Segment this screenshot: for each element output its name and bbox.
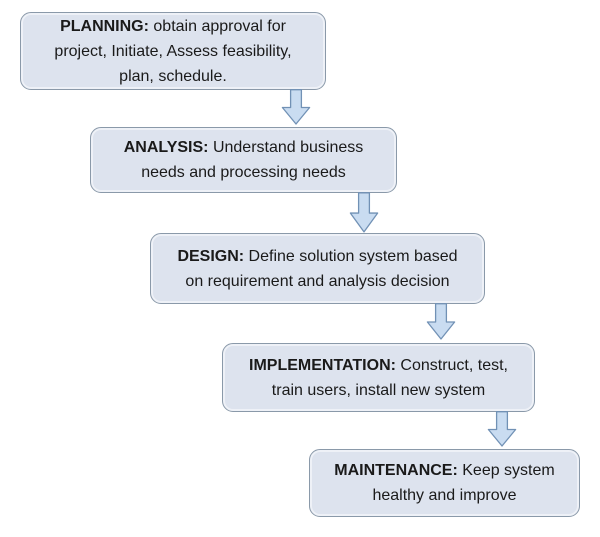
stage-text-line: DESIGN: Define solution system based — [151, 244, 484, 269]
stage-text-line: PLANNING: obtain approval for — [21, 14, 325, 39]
stage-label: IMPLEMENTATION: — [249, 356, 396, 374]
stage-text-line: needs and processing needs — [141, 164, 346, 181]
stage-box-analysis: ANALYSIS: Understand business needs and … — [90, 127, 397, 193]
down-arrow-icon — [349, 192, 379, 233]
down-arrow-icon — [487, 411, 517, 447]
stage-box-maintenance: MAINTENANCE: Keep system healthy and imp… — [309, 449, 580, 517]
down-arrow-icon — [426, 303, 456, 340]
stage-text: Construct, test, — [395, 356, 508, 374]
stage-text-line: MAINTENANCE: Keep system — [310, 458, 579, 483]
stage-text-line: train users, install new system — [271, 381, 486, 399]
stage-label: MAINTENANCE: — [334, 462, 458, 479]
stage-label: DESIGN: — [177, 247, 245, 265]
stage-label: ANALYSIS: — [123, 139, 209, 156]
stage-text-line: ANALYSIS: Understand business — [91, 135, 396, 160]
stage-text-line: on requirement and analysis decision — [185, 272, 450, 290]
stage-text: Understand business — [208, 139, 364, 156]
stage-text-line: plan, schedule. — [119, 67, 227, 85]
stage-text: Keep system — [457, 462, 555, 479]
stage-text-line: project, Initiate, Assess feasibility, — [54, 42, 292, 60]
stage-text: Define solution system based — [244, 247, 458, 265]
down-arrow-icon — [281, 89, 311, 125]
stage-text: obtain approval for — [148, 17, 286, 35]
stage-text-line: IMPLEMENTATION: Construct, test, — [223, 353, 534, 378]
stage-box-implementation: IMPLEMENTATION: Construct, test, train u… — [222, 343, 535, 412]
stage-box-planning: PLANNING: obtain approval for project, I… — [20, 12, 326, 90]
stage-box-design: DESIGN: Define solution system based on … — [150, 233, 485, 304]
stage-label: PLANNING: — [60, 17, 149, 35]
stage-text-line: healthy and improve — [372, 487, 517, 504]
